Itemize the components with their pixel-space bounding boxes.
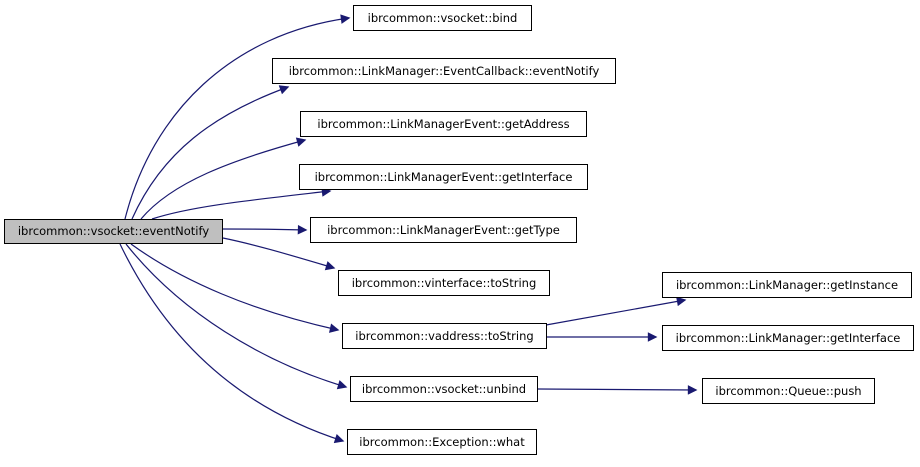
node-lmevent-getinterface[interactable]: ibrcommon::LinkManagerEvent::getInterfac…: [299, 164, 588, 190]
edge-vsocket-unbind-to-queue-push: [537, 385, 698, 395]
node-lmevent-getaddress[interactable]: ibrcommon::LinkManagerEvent::getAddress: [300, 111, 587, 137]
node-queue-push[interactable]: ibrcommon::Queue::push: [702, 378, 875, 404]
node-vaddress-tostring[interactable]: ibrcommon::vaddress::toString: [342, 323, 547, 349]
edge-vsocket-eventnotify-to-vsocket-bind: [124, 14, 351, 220]
node-eventcallback-eventnotify[interactable]: ibrcommon::LinkManager::EventCallback::e…: [272, 58, 616, 84]
edge-vaddress-tostring-to-lm-getinstance: [545, 296, 687, 326]
node-vsocket-eventnotify[interactable]: ibrcommon::vsocket::eventNotify: [4, 219, 223, 244]
node-lm-getinterface[interactable]: ibrcommon::LinkManager::getInterface: [662, 325, 914, 351]
node-exception-what[interactable]: ibrcommon::Exception::what: [347, 429, 537, 455]
edge-vsocket-eventnotify-to-vaddress-tostring: [130, 243, 340, 333]
edge-vsocket-eventnotify-to-eventcallback-eventnotify: [131, 85, 290, 220]
node-vsocket-unbind[interactable]: ibrcommon::vsocket::unbind: [350, 376, 538, 402]
edge-vsocket-eventnotify-to-lmevent-gettype: [222, 224, 308, 235]
edge-vsocket-eventnotify-to-vinterface-tostring: [222, 237, 336, 271]
edge-vsocket-eventnotify-to-vsocket-unbind: [125, 243, 348, 390]
edge-vsocket-eventnotify-to-exception-what: [119, 243, 345, 444]
node-lm-getinstance[interactable]: ibrcommon::LinkManager::getInstance: [662, 272, 912, 298]
node-lmevent-gettype[interactable]: ibrcommon::LinkManagerEvent::getType: [310, 217, 577, 243]
node-vsocket-bind[interactable]: ibrcommon::vsocket::bind: [353, 5, 532, 31]
edge-vsocket-eventnotify-to-lmevent-getinterface: [151, 187, 332, 220]
node-vinterface-tostring[interactable]: ibrcommon::vinterface::toString: [338, 270, 550, 296]
edge-vsocket-eventnotify-to-lmevent-getaddress: [140, 137, 307, 220]
